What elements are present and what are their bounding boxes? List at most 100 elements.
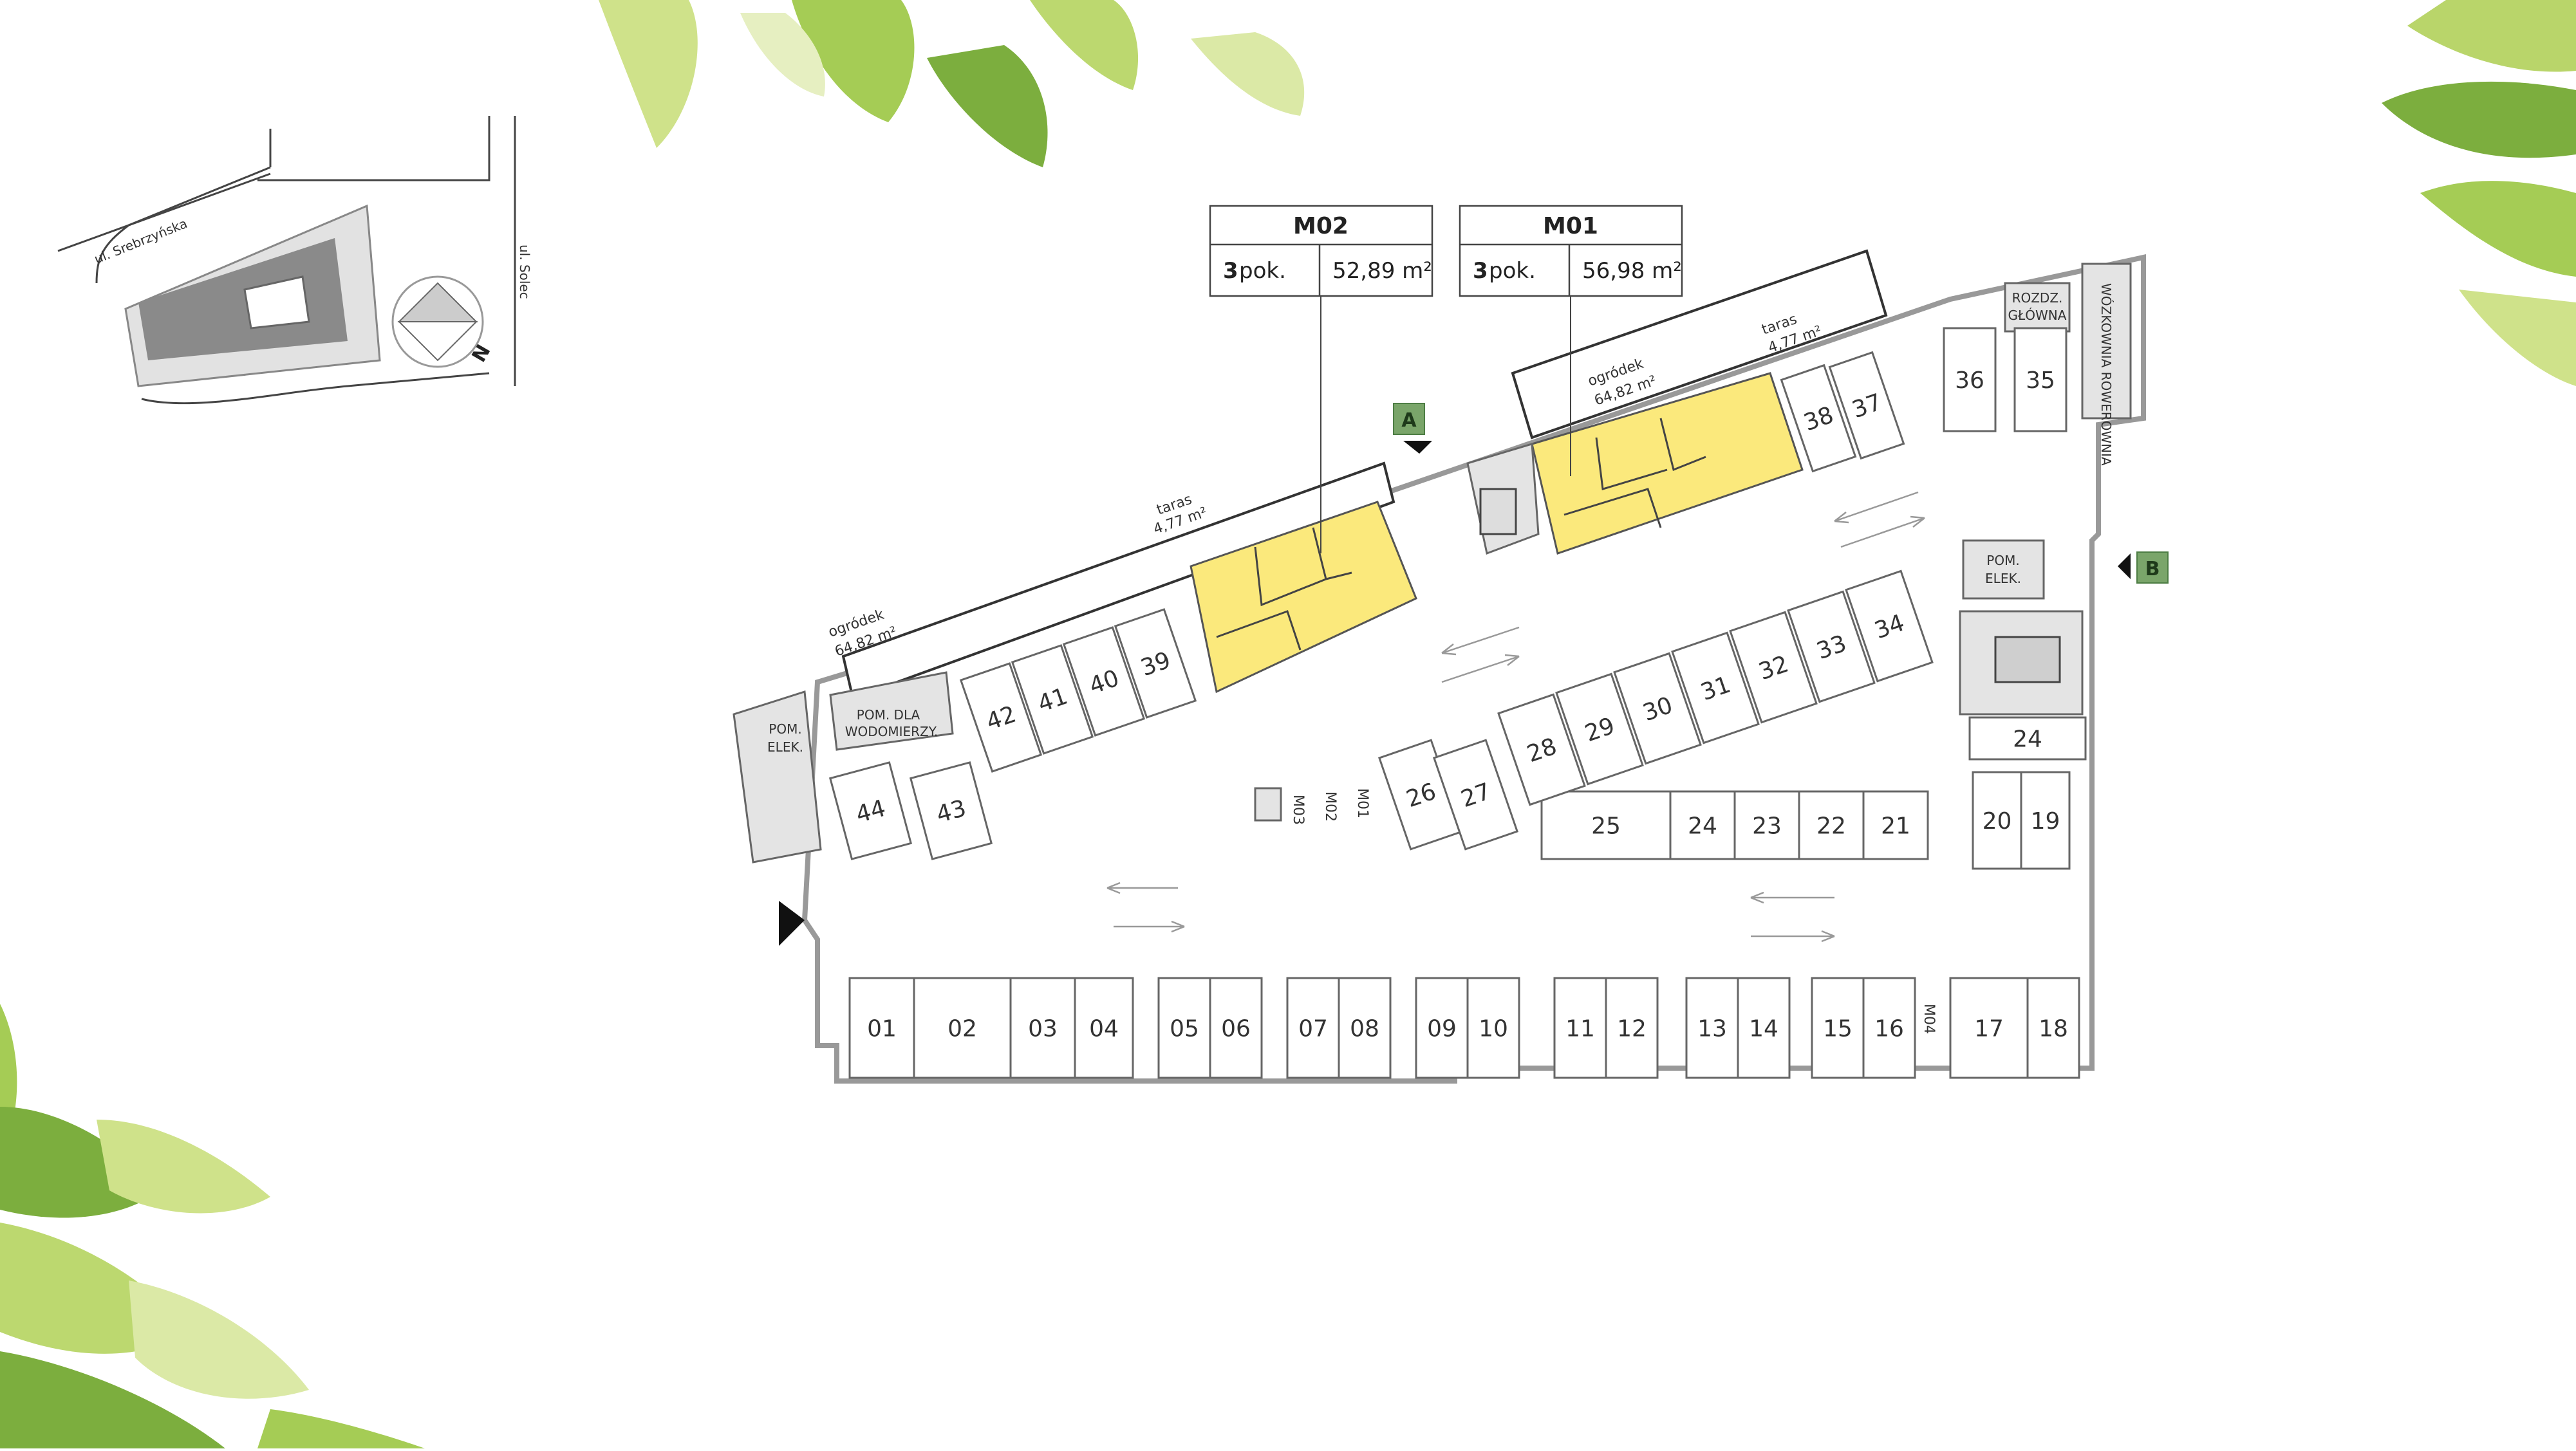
parking-spot-19[interactable]: 19: [2020, 771, 2071, 870]
apartment-M01[interactable]: [1531, 372, 1804, 555]
parking-spot-43[interactable]: 43: [909, 761, 993, 860]
parking-spot-outline: [1787, 590, 1876, 703]
parking-spot-number: 23: [1752, 813, 1782, 840]
parking-spot-outline: [1811, 977, 1865, 1079]
parking-spot-18[interactable]: 18: [2026, 977, 2080, 1079]
leaves-bottom-left: [0, 1004, 425, 1448]
parking-spot-36[interactable]: 36: [1943, 327, 1997, 432]
parking-spot-40[interactable]: 40: [1062, 626, 1146, 737]
parking-spot-15[interactable]: 15: [1811, 977, 1865, 1079]
parking-spot-number: 12: [1617, 1016, 1647, 1042]
parking-spot-outline: [1497, 693, 1586, 806]
parking-spot-number: 08: [1350, 1016, 1379, 1042]
parking-spot-30[interactable]: 30: [1613, 652, 1702, 765]
parking-spot-23[interactable]: 23: [1733, 790, 1800, 860]
parking-spot-26[interactable]: 26: [1377, 739, 1464, 851]
parking-spot-32[interactable]: 32: [1729, 611, 1818, 724]
parking-spot-20[interactable]: 20: [1972, 771, 2022, 870]
entrance-label: B: [2145, 558, 2160, 580]
parking-spot-39[interactable]: 39: [1114, 608, 1197, 719]
entrance-B-marker[interactable]: B: [2118, 551, 2169, 584]
parking-spot-08[interactable]: 08: [1338, 977, 1392, 1079]
parking-spot-22[interactable]: 22: [1798, 790, 1865, 860]
parking-spot-38[interactable]: 38: [1780, 364, 1857, 473]
room-wozkownia: WÓZKOWNIA ROWEROWNIA: [2081, 263, 2132, 466]
parking-spot-outline: [1949, 977, 2029, 1079]
site-map: ul. Srebrzyńska ul. Solec N: [57, 116, 532, 405]
rooms-suffix: pok.: [1239, 258, 1286, 284]
parking-spot-09[interactable]: 09: [1415, 977, 1469, 1079]
parking-spot-01[interactable]: 01: [848, 977, 915, 1079]
parking-spot-25[interactable]: 25: [1540, 790, 1672, 860]
parking-spot-number: 18: [2039, 1016, 2068, 1042]
parking-spot-outline: [1338, 977, 1392, 1079]
room-label: ROZDZ.: [2012, 290, 2063, 306]
storage-m02: M02: [1322, 791, 1338, 822]
parking-spot-11[interactable]: 11: [1553, 977, 1607, 1079]
parking-spot-number: 06: [1221, 1016, 1251, 1042]
parking-spot-number: 20: [1983, 808, 2012, 835]
parking-spot-outline: [1555, 672, 1644, 786]
parking-spot-outline: [1062, 626, 1146, 737]
parking-spot-24[interactable]: 24: [1968, 716, 2087, 761]
parking-spot-13[interactable]: 13: [1685, 977, 1739, 1079]
parking-spot-41[interactable]: 41: [1011, 644, 1094, 755]
parking-spot-outline: [1114, 608, 1197, 719]
parking-spot-outline: [913, 977, 1012, 1079]
stair-core-left: [1466, 443, 1540, 555]
entrance-A-marker[interactable]: A: [1393, 403, 1432, 454]
room-label: GŁÓWNA: [2008, 308, 2067, 323]
parking-spot-number: 02: [947, 1016, 977, 1042]
parking-spot-10[interactable]: 10: [1466, 977, 1520, 1079]
parking-spot-33[interactable]: 33: [1787, 590, 1876, 703]
parking-spot-outline: [1845, 569, 1934, 683]
room-label: ELEK.: [767, 739, 803, 755]
parking-spot-28[interactable]: 28: [1497, 693, 1586, 806]
parking-spot-outline: [1605, 977, 1659, 1079]
rooms-suffix: pok.: [1489, 258, 1536, 284]
room-pom-elek-left: POM. ELEK.: [733, 690, 822, 864]
parking-spot-12[interactable]: 12: [1605, 977, 1659, 1079]
apartment-M02[interactable]: [1190, 501, 1417, 694]
parking-spot-42[interactable]: 42: [959, 662, 1043, 773]
info-box-M02: M02 3 pok. 52,89 m²: [1209, 205, 1433, 553]
parking-spot-number: 36: [1955, 367, 1984, 394]
parking-spot-02[interactable]: 02: [913, 977, 1012, 1079]
apartment-id: M02: [1293, 213, 1349, 239]
leaves-top: [599, 0, 1305, 167]
parking-spot-05[interactable]: 05: [1157, 977, 1211, 1079]
parking-spot-outline: [1968, 716, 2087, 761]
parking-spot-number: 05: [1170, 1016, 1199, 1042]
parking-spot-03[interactable]: 03: [1009, 977, 1076, 1079]
parking-spot-31[interactable]: 31: [1671, 631, 1760, 744]
parking-spot-24[interactable]: 24: [1669, 790, 1736, 860]
parking-spot-number: 24: [2013, 726, 2042, 753]
parking-spot-29[interactable]: 29: [1555, 672, 1644, 786]
parking-spot-21[interactable]: 21: [1862, 790, 1929, 860]
parking-spot-outline: [1011, 644, 1094, 755]
parking-spot-outline: [1733, 790, 1800, 860]
parking-spot-34[interactable]: 34: [1845, 569, 1934, 683]
parking-spot-17[interactable]: 17: [1949, 977, 2029, 1079]
parking-spot-outline: [909, 761, 993, 860]
parking-spot-37[interactable]: 37: [1828, 351, 1905, 460]
parking-spot-outline: [1286, 977, 1340, 1079]
traffic-arrows: [1106, 491, 1925, 943]
parking-spot-outline: [1798, 790, 1865, 860]
parking-spot-35[interactable]: 35: [2013, 327, 2067, 432]
room-label: ELEK.: [1985, 571, 2021, 586]
parking-spot-07[interactable]: 07: [1286, 977, 1340, 1079]
parking-spot-44[interactable]: 44: [828, 761, 913, 860]
parking-spot-14[interactable]: 14: [1737, 977, 1791, 1079]
parking-spot-outline: [1943, 327, 1997, 432]
storage-m01: M01: [1354, 788, 1370, 818]
parking-spot-number: 13: [1697, 1016, 1727, 1042]
parking-spot-27[interactable]: 27: [1432, 739, 1519, 851]
parking-spot-outline: [1685, 977, 1739, 1079]
parking-spot-06[interactable]: 06: [1209, 977, 1263, 1079]
parking-spot-16[interactable]: 16: [1862, 977, 1916, 1079]
room-label: WÓZKOWNIA ROWEROWNIA: [2098, 283, 2114, 466]
storage-m03: M03: [1290, 795, 1306, 825]
parking-spot-04[interactable]: 04: [1074, 977, 1134, 1079]
